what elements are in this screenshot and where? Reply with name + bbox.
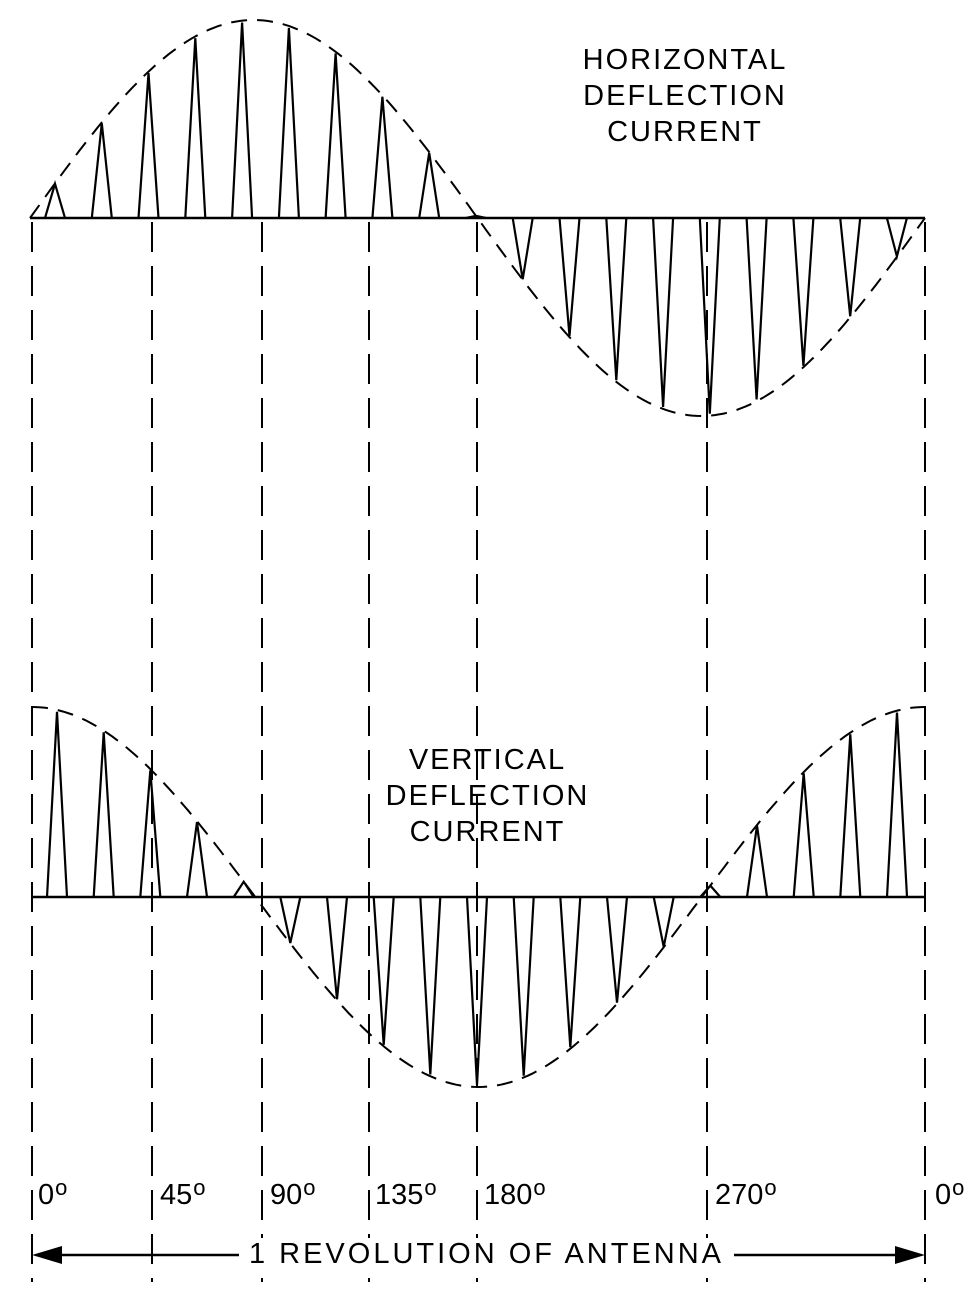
angle-label-0-end: 0o [935, 1175, 965, 1211]
horizontal-pulse [43, 179, 67, 219]
angle-label-270: 270o [715, 1175, 777, 1211]
angle-label-90: 90o [270, 1175, 316, 1211]
vertical-pulse [325, 896, 349, 1000]
horizontal-pulse [792, 217, 815, 366]
pulses [43, 22, 909, 1086]
vertical-pulse [839, 734, 862, 898]
vertical-pulse [792, 773, 815, 898]
vertical-label-line-1: VERTICAL [408, 744, 567, 776]
angle-label-0: 0o [38, 1175, 68, 1211]
baselines [30, 216, 925, 899]
vertical-pulse [745, 825, 769, 898]
vertical-pulse [465, 896, 489, 1086]
angle-label-135: 135o [375, 1175, 437, 1211]
horizontal-pulse [324, 53, 347, 219]
vertical-envelope [31, 706, 926, 1089]
horizontal-pulse [371, 96, 394, 219]
angle-label-45: 45o [160, 1175, 206, 1211]
arrow-right-icon [895, 1246, 925, 1264]
vertical-pulse [92, 732, 115, 898]
horizontal-pulse [745, 217, 768, 400]
vertical-pulse [652, 896, 675, 948]
revolution-text: 1 REVOLUTION OF ANTENNA [238, 1238, 735, 1270]
horizontal-pulse [652, 217, 675, 408]
vertical-pulse [512, 896, 535, 1076]
horizontal-label-line-3: CURRENT [607, 116, 763, 148]
vertical-label: VERTICAL DEFLECTION CURRENT [365, 742, 610, 850]
vertical-pulse [885, 712, 909, 898]
horizontal-pulse [418, 152, 441, 219]
horizontal-pulse [558, 217, 581, 337]
vertical-pulse [279, 896, 302, 944]
horizontal-pulse [698, 217, 721, 414]
vertical-pulse [559, 896, 582, 1048]
vertical-pulse [699, 883, 722, 898]
horizontal-pulse [137, 73, 160, 219]
vertical-pulse [419, 896, 442, 1075]
horizontal-pulse [90, 123, 113, 219]
horizontal-label: HORIZONTAL DEFLECTION CURRENT [560, 42, 810, 150]
angle-label-180: 180o [484, 1175, 546, 1211]
reference-lines [31, 222, 926, 1282]
horizontal-pulse [885, 217, 908, 261]
horizontal-label-line-1: HORIZONTAL [582, 44, 788, 76]
vertical-pulse [605, 896, 629, 1003]
vertical-label-line-2: DEFLECTION [385, 780, 590, 812]
vertical-pulse [185, 821, 209, 898]
horizontal-pulse [605, 217, 628, 381]
vertical-pulse [232, 879, 255, 898]
vertical-pulse [372, 896, 395, 1045]
horizontal-pulse [231, 22, 254, 219]
horizontal-pulse [277, 27, 300, 219]
horizontal-label-line-2: DEFLECTION [583, 80, 787, 112]
revolution-caption: 1 REVOLUTION OF ANTENNA [0, 1236, 973, 1272]
horizontal-pulse [511, 217, 534, 280]
horizontal-pulse [839, 217, 862, 317]
vertical-pulse [139, 770, 162, 898]
envelopes [29, 18, 926, 1089]
vertical-pulse [45, 711, 69, 898]
horizontal-pulse [184, 38, 207, 219]
arrow-left-icon [32, 1246, 62, 1264]
vertical-label-line-3: CURRENT [409, 816, 566, 848]
